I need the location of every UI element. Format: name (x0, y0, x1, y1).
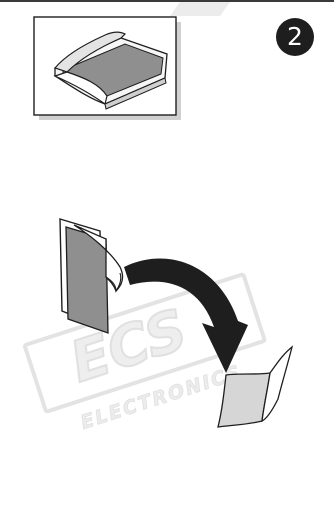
peel-and-apply-illustration (50, 215, 310, 440)
film-square (60, 219, 123, 333)
step-number-badge: 2 (276, 18, 314, 56)
adhesive-sheet-thumbnail (33, 16, 183, 122)
top-rule (0, 0, 334, 2)
curved-arrow-icon (124, 259, 248, 373)
